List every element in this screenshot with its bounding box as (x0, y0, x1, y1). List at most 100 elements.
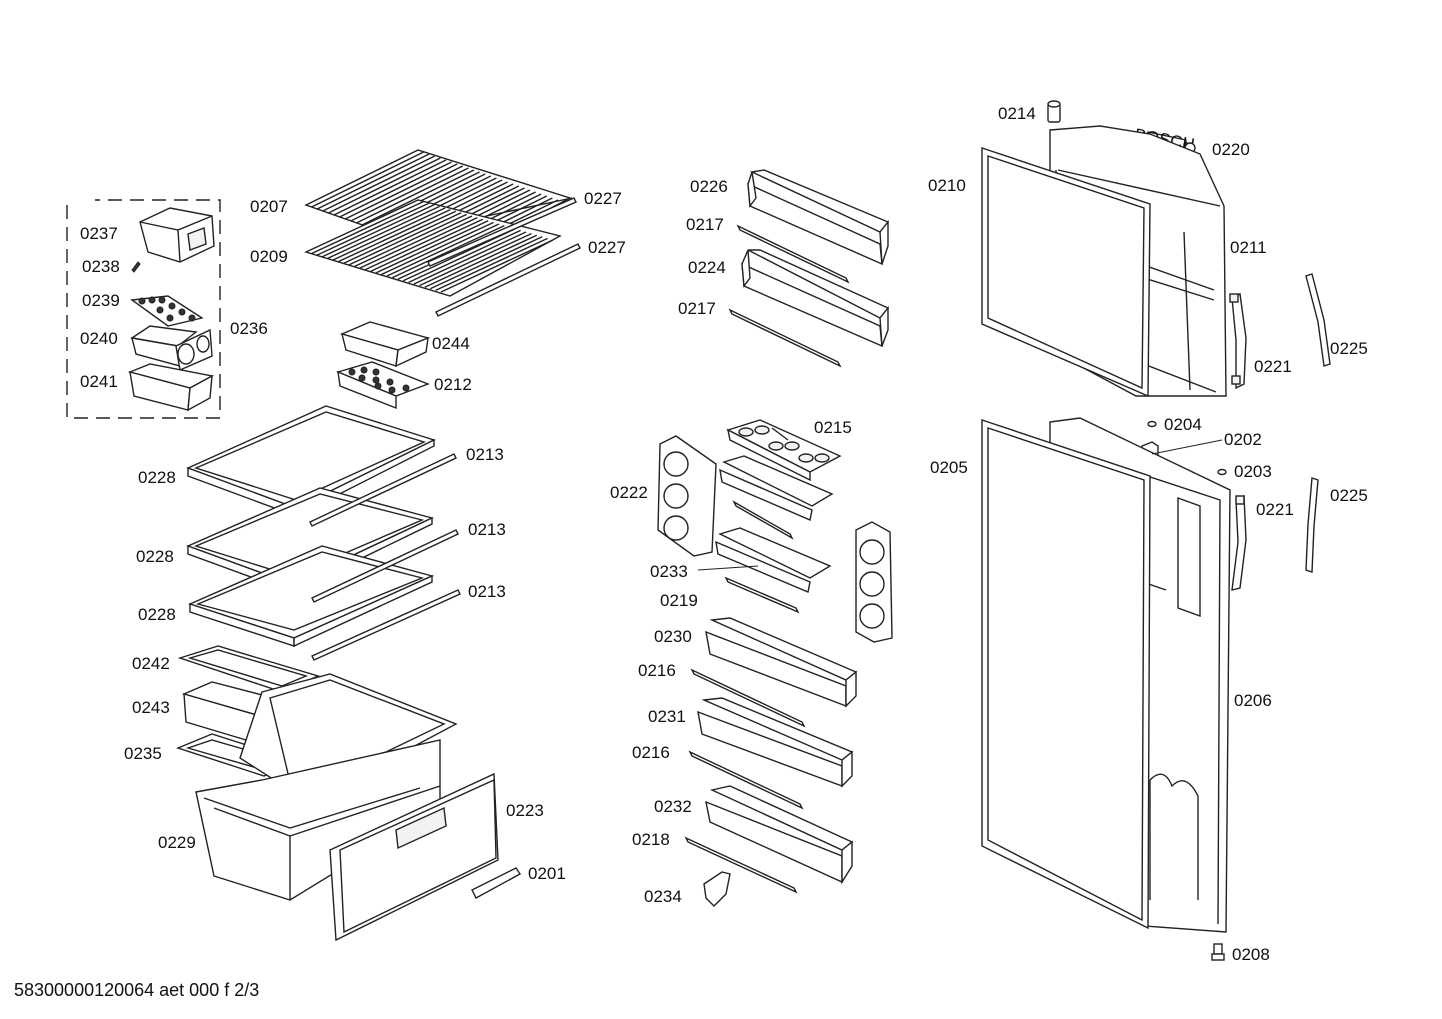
label-0212: 0212 (434, 375, 472, 394)
part-0216-rod-a (690, 668, 806, 728)
part-0217-rod-a (736, 224, 850, 284)
rack-wire (354, 213, 467, 268)
label-0201: 0201 (528, 864, 566, 883)
label-0213-c: 0213 (468, 582, 506, 601)
part-0240-ice-box (130, 325, 213, 372)
label-0224: 0224 (688, 258, 726, 277)
part-0209-wire-rack (304, 199, 562, 297)
part-0212-ice-tray (335, 361, 430, 410)
part-0222-holder-right (855, 521, 893, 643)
rack-wire (343, 210, 457, 264)
part-0224-bin (741, 249, 890, 348)
label-0207: 0207 (250, 197, 288, 216)
part-0239-tray (130, 295, 204, 327)
rack-wire (359, 215, 473, 269)
label-0243: 0243 (132, 698, 170, 717)
label-0218: 0218 (632, 830, 670, 849)
part-0214-cap (1047, 100, 1061, 123)
rack-wire (348, 212, 462, 266)
label-0237: 0237 (80, 224, 118, 243)
label-0231: 0231 (648, 707, 686, 726)
rack-wire (311, 151, 424, 208)
label-0228-a: 0228 (138, 468, 176, 487)
part-0213-trim-b (311, 529, 459, 603)
label-0210: 0210 (928, 176, 966, 195)
rack-wire (361, 169, 475, 226)
part-0205-gasket (981, 419, 1151, 930)
rack-wire (375, 220, 489, 274)
part-0221-handle-b (1231, 494, 1247, 591)
label-0216-a: 0216 (638, 661, 676, 680)
part-0234-clip (703, 871, 731, 907)
label-0230: 0230 (654, 627, 692, 646)
label-0221-b: 0221 (1256, 500, 1294, 519)
rack-wire (327, 205, 440, 260)
rack-wire (316, 202, 430, 256)
rack-wire (350, 165, 464, 222)
label-0242: 0242 (132, 654, 170, 673)
part-0216-rod-b (688, 750, 804, 810)
rack-wire (429, 236, 543, 290)
label-0206: 0206 (1234, 691, 1272, 710)
part-0203-plug (1217, 468, 1227, 476)
part-0221-handle-a (1229, 292, 1247, 390)
part-0227-rod-b (435, 243, 581, 317)
group-box-0236 (66, 199, 221, 419)
rack-wire (344, 163, 458, 220)
label-0215: 0215 (814, 418, 852, 437)
label-0232: 0232 (654, 797, 692, 816)
part-0204-plug (1147, 420, 1157, 428)
part-0227-rod-a (427, 197, 577, 267)
label-0216-b: 0216 (632, 743, 670, 762)
part-0237-housing (139, 207, 215, 263)
part-0226-bin (747, 169, 890, 266)
rack-wire (440, 239, 554, 293)
rack-wire (333, 159, 447, 216)
drawing-number: 58300000120064 aet 000 f 2/3 (14, 980, 260, 1000)
label-0240: 0240 (80, 329, 118, 348)
rack-wire (386, 223, 500, 277)
rack-wire (322, 155, 436, 212)
part-0213-trim-c (311, 589, 461, 661)
part-0223-drawer-front (329, 772, 499, 942)
leader-0233 (697, 565, 759, 571)
part-0231-bin (697, 697, 854, 788)
part-0241-bin (127, 363, 215, 412)
label-0235: 0235 (124, 744, 162, 763)
rack-wire (381, 221, 494, 276)
label-0227-b: 0227 (588, 238, 626, 257)
rack-wire (332, 207, 446, 261)
label-0229: 0229 (158, 833, 196, 852)
label-0203: 0203 (1234, 462, 1272, 481)
rack-wire (424, 234, 538, 288)
rack-wire (370, 218, 484, 272)
label-0217-b: 0217 (678, 299, 716, 318)
part-0242-cover (177, 645, 321, 693)
label-0234: 0234 (644, 887, 682, 906)
rack-wire (339, 161, 452, 218)
part-rod-upper (732, 500, 794, 540)
part-0201-rail (471, 867, 522, 899)
part-0228-shelf-c (188, 545, 435, 648)
part-0225-trim-a (1305, 273, 1331, 367)
label-0239: 0239 (82, 291, 120, 310)
label-0220: 0220 (1212, 140, 1250, 159)
label-0236: 0236 (230, 319, 268, 338)
rack-wire (392, 224, 505, 279)
part-0222-holder-left (657, 435, 717, 557)
part-crisper-cover (239, 673, 458, 791)
part-0213-trim-a (309, 453, 457, 527)
label-0223: 0223 (506, 801, 544, 820)
part-bin-upper (719, 455, 834, 521)
label-0204: 0204 (1164, 415, 1202, 434)
label-0225-b: 0225 (1330, 486, 1368, 505)
label-0225-a: 0225 (1330, 339, 1368, 358)
part-0210-gasket (981, 147, 1151, 398)
part-labels: 0207 0209 0227 0227 0237 0238 0239 0240 … (80, 104, 1368, 964)
rack-wire (311, 200, 424, 255)
label-0221-a: 0221 (1254, 357, 1292, 376)
rack-wire (413, 231, 527, 285)
label-0205: 0205 (930, 458, 968, 477)
label-0238: 0238 (82, 257, 120, 276)
